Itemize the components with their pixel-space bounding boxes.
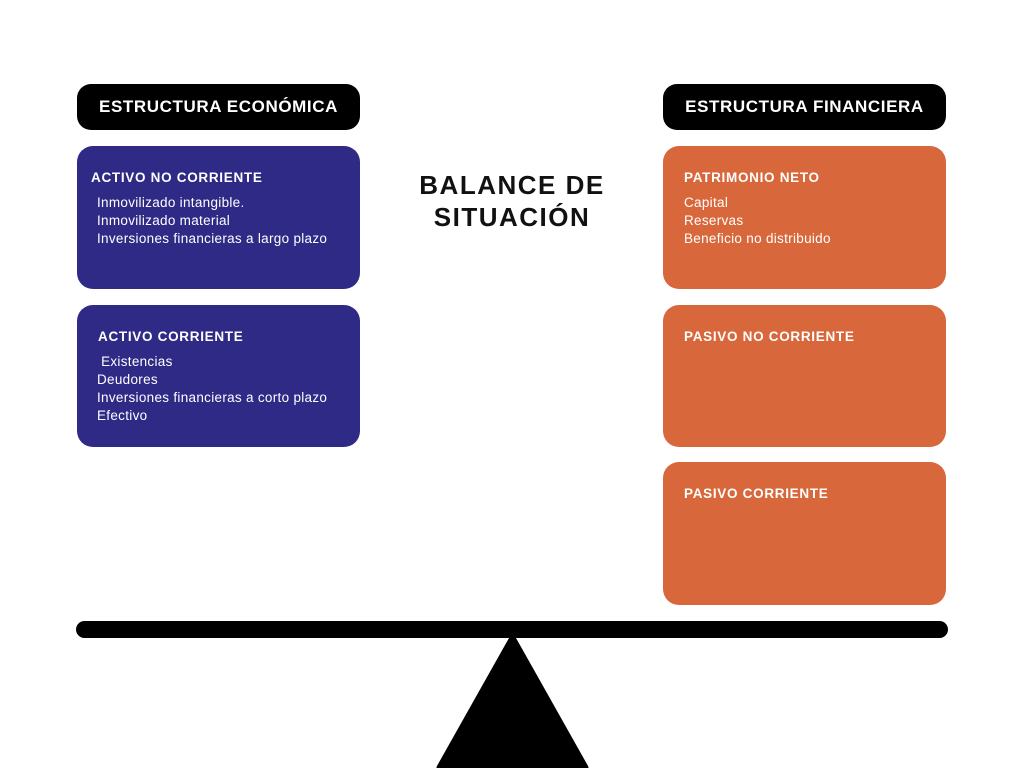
- box-item: Inmovilizado intangible.: [97, 195, 245, 210]
- financial-structure-label: ESTRUCTURA FINANCIERA: [685, 97, 924, 116]
- box-patrimonio-neto: PATRIMONIO NETO Capital Reservas Benefic…: [663, 146, 946, 289]
- box-item: Inversiones financieras a largo plazo: [97, 231, 328, 246]
- box-item: Efectivo: [97, 408, 148, 423]
- box-pasivo-no-corriente: PASIVO NO CORRIENTE: [663, 305, 946, 447]
- box-title: ACTIVO CORRIENTE: [98, 329, 244, 344]
- economic-structure-header: ESTRUCTURA ECONÓMICA: [77, 84, 360, 130]
- box-item: Capital: [684, 195, 729, 210]
- box-item-list: Capital Reservas Beneficio no distribuid…: [684, 194, 930, 248]
- box-item: Reservas: [684, 213, 744, 228]
- box-item-list: Inmovilizado intangible. Inmovilizado ma…: [97, 194, 344, 248]
- page-title: BALANCE DE SITUACIÓN: [362, 169, 662, 233]
- page-title-line2: SITUACIÓN: [433, 202, 591, 232]
- box-item: Inversiones financieras a corto plazo: [97, 390, 328, 405]
- box-title: PASIVO NO CORRIENTE: [684, 329, 855, 344]
- box-item: Beneficio no distribuido: [684, 231, 831, 246]
- box-item: Deudores: [97, 372, 158, 387]
- box-title: PATRIMONIO NETO: [684, 170, 820, 185]
- page-title-line1: BALANCE DE: [419, 170, 605, 200]
- box-title: PASIVO CORRIENTE: [684, 486, 829, 501]
- box-item-list: Existencias Deudores Inversiones financi…: [97, 353, 344, 425]
- box-activo-no-corriente: ACTIVO NO CORRIENTE Inmovilizado intangi…: [77, 146, 360, 289]
- box-item: Inmovilizado material: [97, 213, 231, 228]
- box-title: ACTIVO NO CORRIENTE: [91, 170, 263, 185]
- financial-structure-header: ESTRUCTURA FINANCIERA: [663, 84, 946, 130]
- box-activo-corriente: ACTIVO CORRIENTE Existencias Deudores In…: [77, 305, 360, 447]
- economic-structure-label: ESTRUCTURA ECONÓMICA: [99, 97, 338, 116]
- fulcrum-triangle-icon: [436, 636, 589, 768]
- box-pasivo-corriente: PASIVO CORRIENTE: [663, 462, 946, 605]
- balance-beam: [76, 621, 948, 638]
- box-item: Existencias: [97, 354, 173, 369]
